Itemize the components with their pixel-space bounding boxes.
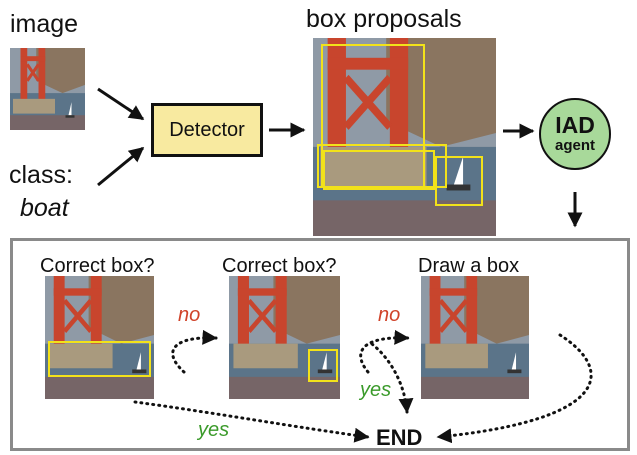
interaction-panel (10, 238, 630, 451)
step-1-title: Correct box? (40, 255, 155, 277)
detector-box: Detector (151, 103, 263, 157)
step-2-title: Correct box? (222, 255, 337, 277)
arrow-no-2 (359, 329, 410, 374)
proposals-image (313, 38, 496, 236)
step-3-image (421, 276, 529, 399)
step-3-title: Draw a box (418, 255, 520, 277)
end-node: END (376, 425, 423, 450)
detector-label: Detector (169, 118, 245, 141)
proposal-box-3 (323, 150, 435, 190)
arrow-draw-to-end (436, 333, 593, 444)
iad-agent-node: IAD agent (539, 98, 611, 170)
arrow-class-to-detector (97, 146, 145, 187)
agent-title: IAD (555, 111, 595, 138)
step-1-box (48, 341, 151, 377)
edge-label-yes-2: yes (360, 379, 392, 401)
arrow-yes-2 (370, 342, 414, 414)
arrow-no-1 (171, 329, 218, 374)
arrow-image-to-detector (97, 87, 145, 121)
class-value: boat (20, 194, 69, 222)
image-label: image (10, 10, 79, 38)
step-2-image (229, 276, 340, 399)
input-image (10, 48, 85, 130)
box-proposals-label: box proposals (306, 5, 462, 33)
proposal-box-4 (435, 156, 483, 206)
edge-label-no-2: no (378, 304, 401, 326)
arrow-yes-1 (133, 400, 370, 443)
edge-label-yes-1: yes (198, 419, 230, 441)
step-1-image (45, 276, 154, 399)
proposal-box-2 (317, 144, 447, 188)
class-label: class: (9, 161, 73, 189)
edge-label-no-1: no (178, 304, 201, 326)
agent-subtitle: agent (554, 136, 595, 154)
step-2-box (308, 349, 338, 382)
